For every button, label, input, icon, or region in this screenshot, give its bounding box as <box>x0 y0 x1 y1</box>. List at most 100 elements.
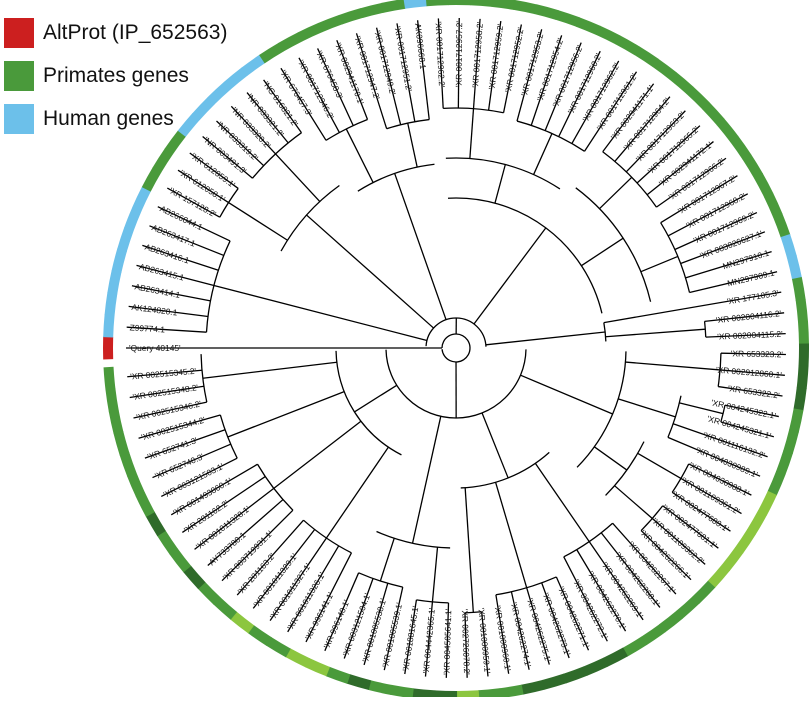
legend-label: AltProt (IP_652563) <box>43 21 227 45</box>
leaf-label: 'XR 004442365.1' <box>421 607 437 674</box>
legend-label: Primates genes <box>43 64 189 88</box>
clade-stem <box>432 547 437 602</box>
clade-stem <box>581 238 623 265</box>
leaf-label: 'XR 001881645.1' <box>400 605 420 672</box>
ring-segment-primate <box>105 388 118 412</box>
clade-stem <box>229 203 288 241</box>
ring-segment-primate_dark <box>794 387 807 411</box>
leaf-label: 'XR 002004115.2' <box>717 329 783 342</box>
ring-segment-primate <box>326 667 351 684</box>
clade-stem <box>535 463 589 541</box>
ring-segment-primate <box>127 472 145 497</box>
leaf-label: AK124820.1 <box>131 302 178 318</box>
ring-segment-primate <box>382 0 406 13</box>
ring-segment-primate <box>764 193 782 218</box>
clade-stem <box>534 133 552 174</box>
leaf-label: 'XR 002004116.2' <box>716 308 783 325</box>
leaf-label: 'XR 653322.2' <box>727 383 780 401</box>
clade-stem <box>486 332 605 345</box>
ring-segment-primate <box>500 685 524 697</box>
ring-segment-primate <box>470 0 493 7</box>
ring-segment-primate <box>278 32 303 52</box>
ring-segment-primate <box>513 0 537 14</box>
ring-segment-primate_dark <box>521 680 545 695</box>
leaf-label: 'XR 002515348.2' <box>132 382 199 402</box>
ring-segment-primate_dark <box>797 365 809 388</box>
legend-label: Human genes <box>43 107 174 131</box>
ring-segment-primate_dark <box>347 674 371 690</box>
leaf-label: 'XR 177105.3' <box>726 288 779 307</box>
leaf-label: Z99774.1 <box>129 322 165 334</box>
ring-segment-primate <box>534 4 558 20</box>
legend: AltProt (IP_652563) Primates genes Human… <box>4 16 227 145</box>
clade-stem <box>618 399 675 417</box>
ring-segment-primate <box>426 0 449 6</box>
ring-segment-primate <box>792 277 806 301</box>
clade-stem <box>606 329 706 337</box>
ring-segment-primate <box>113 431 129 455</box>
ring-segment-primate <box>492 0 516 10</box>
leaf-label: 'XR 004505641.1' <box>441 608 453 675</box>
ring-segment-primate <box>773 213 790 238</box>
ring-segment-primate <box>576 17 601 35</box>
ring-segment-primate <box>478 688 501 697</box>
ring-segment-primate <box>789 408 803 432</box>
legend-swatch-green <box>4 61 34 91</box>
clade-stem <box>203 362 337 378</box>
leaf-label: 'XR 001000960.1' <box>493 605 513 672</box>
ring-segment-primate <box>776 450 793 475</box>
clade-stem <box>326 447 388 538</box>
clade-stem <box>354 385 396 412</box>
clade-stem <box>307 215 434 328</box>
legend-swatch-red <box>4 18 34 48</box>
ring-segment-primate <box>555 10 580 27</box>
ring-segment-primate <box>120 452 137 477</box>
leaf-label: 'Query 40145' <box>129 343 181 353</box>
clade-stem <box>346 129 373 183</box>
ring-segment-human <box>404 0 428 9</box>
legend-swatch-blue <box>4 104 34 134</box>
ring-segment-human <box>103 314 114 337</box>
leaf-label: AK096668.1 <box>413 23 428 70</box>
ring-segment-primate <box>798 321 809 344</box>
clade-stem <box>465 488 473 613</box>
leaf-label: 'XR 001000959.1' <box>476 607 492 674</box>
leaf-label: 'XR 001712957.2' <box>454 21 465 88</box>
ring-segment-primate <box>318 15 343 32</box>
clade-stem <box>615 486 653 519</box>
clade-stem <box>521 375 613 414</box>
ring-segment-human <box>105 292 118 316</box>
ring-segment-primate <box>783 430 799 454</box>
ring-segment-primate_dark <box>542 674 567 690</box>
clade-stem <box>594 447 627 470</box>
ring-segment-primate <box>136 492 155 517</box>
leaf-label: 'XR 001712962.2' <box>434 21 448 88</box>
ring-segment-primate <box>104 367 116 390</box>
leaf-label: 'XR 002515345.2' <box>130 366 197 382</box>
leaf-label: MN297909.1 <box>726 267 775 288</box>
ring-segment-primate <box>390 685 414 697</box>
leaf-label: 'XR 001712959.2' <box>486 23 505 90</box>
ring-segment-human <box>787 255 802 279</box>
ring-segment-primate <box>368 680 392 695</box>
leaf-label: AB263416.1 <box>144 242 191 266</box>
leaf-label: 'XR 653323.2' <box>731 348 784 359</box>
clade-stem <box>474 228 546 324</box>
ring-segment-altprot <box>103 337 113 360</box>
ring-segment-human <box>117 227 134 252</box>
ring-segment-human <box>107 270 121 294</box>
clade-stem <box>413 416 441 543</box>
ring-segment-human <box>781 234 797 259</box>
ring-segment-primate_light <box>456 690 479 697</box>
ring-segment-primate <box>796 299 808 323</box>
legend-item-human: Human genes <box>4 102 227 136</box>
clade-stem <box>599 177 631 208</box>
leaf-label: MN297910.1 <box>721 248 770 272</box>
clade-stem <box>274 421 361 488</box>
clade-stem <box>470 109 474 159</box>
ring-segment-primate <box>754 173 773 198</box>
clade-stem <box>228 392 344 437</box>
clade-stem <box>495 165 505 204</box>
ring-segment-primate <box>448 0 471 5</box>
